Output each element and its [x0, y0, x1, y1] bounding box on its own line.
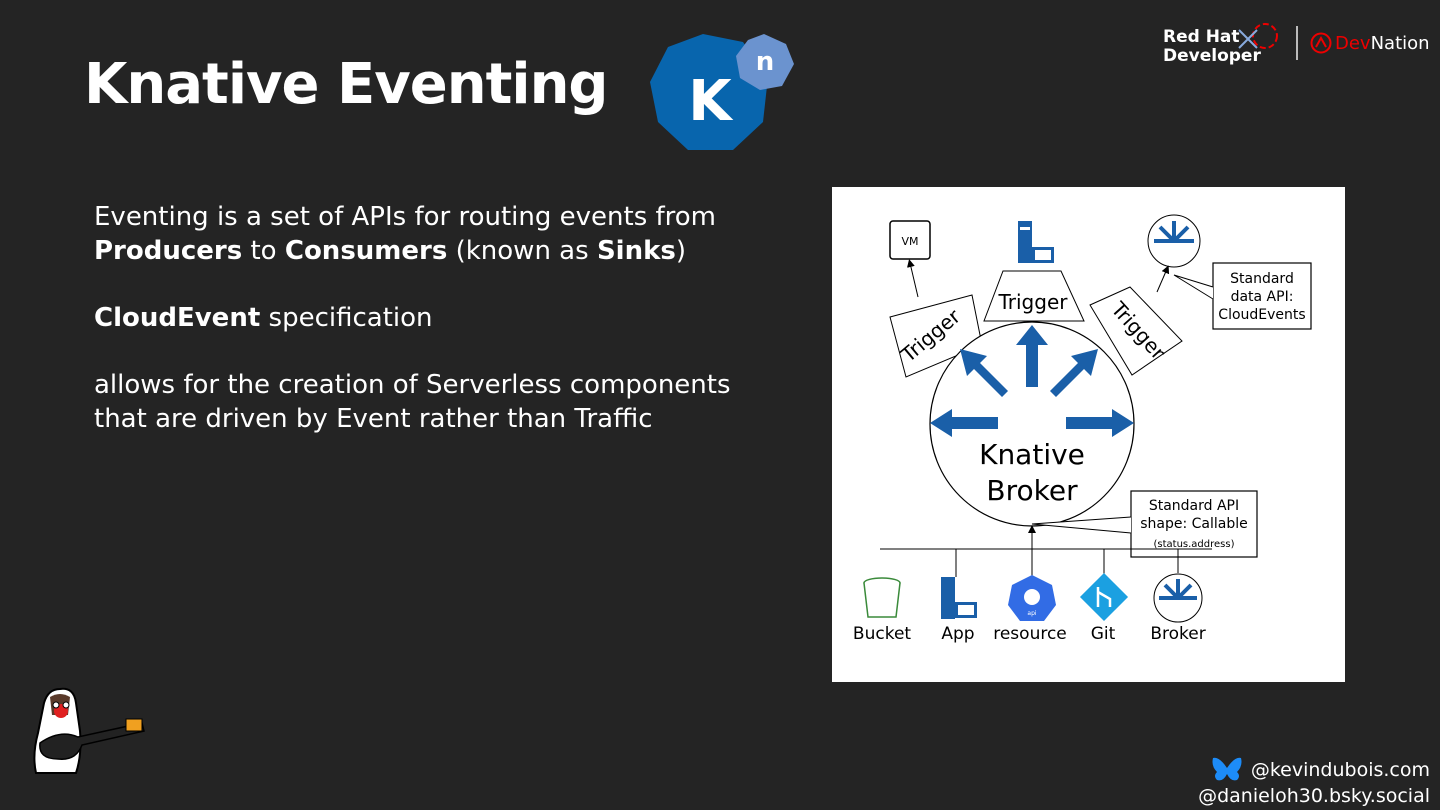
callout-top-line2: data API:: [1231, 289, 1294, 305]
callout-top-line1: Standard: [1230, 271, 1294, 287]
brand-separator: [1296, 26, 1298, 60]
page-title: Knative Eventing: [84, 52, 609, 117]
paragraph-eventing: Eventing is a set of APIs for routing ev…: [94, 200, 794, 268]
social-handle-kevin[interactable]: @kevindubois.com: [1250, 758, 1430, 781]
text-consumers: Consumers: [284, 236, 448, 266]
devnation-icon: [1310, 32, 1332, 54]
callout-bottom-line1: Standard API: [1149, 498, 1239, 514]
knative-broker-diagram: VM Standard data API: CloudEvents Trig: [832, 187, 1345, 682]
text-specification: specification: [260, 303, 433, 333]
slide-body: Eventing is a set of APIs for routing ev…: [94, 200, 794, 469]
app-icon: [941, 577, 977, 619]
developer-text: Developer: [1163, 46, 1261, 66]
text-producers: Producers: [94, 236, 243, 266]
source-label-broker: Broker: [1150, 624, 1205, 644]
trigger-center: Trigger: [983, 270, 1085, 322]
broker-arrows: [930, 325, 1134, 437]
git-icon: [1079, 572, 1129, 622]
broker-label-line2: Broker: [986, 474, 1078, 507]
red-hat-text: Red Hat: [1163, 27, 1240, 47]
text-sinks: Sinks: [596, 236, 676, 266]
text-known-as: (known as: [447, 236, 597, 266]
broker-sink-icon: [1147, 214, 1201, 268]
broker-label-line1: Knative: [979, 438, 1085, 471]
text-cloudevent: CloudEvent: [94, 303, 261, 333]
red-hat-developer-logo: Red Hat Developer: [1163, 28, 1261, 66]
devnation-dev-text: Dev: [1335, 32, 1371, 54]
text-eventing: Eventing is a set of APIs for routing ev…: [94, 202, 717, 232]
logo-letter-k: K: [688, 69, 734, 134]
logo-letter-n: n: [756, 47, 775, 77]
knative-logo: K n: [648, 32, 798, 158]
source-label-bucket: Bucket: [853, 624, 911, 644]
trigger-center-label: Trigger: [998, 290, 1069, 314]
guitar-mascot-image: [30, 685, 146, 781]
api-icon-text: api: [1027, 610, 1036, 617]
callout-callable: Standard API shape: Callable (status.add…: [1031, 490, 1258, 558]
red-hat-swirl-icon: [1238, 23, 1278, 49]
callout-bottom-line3: (status.address): [1154, 539, 1235, 550]
devnation-nation-text: Nation: [1370, 32, 1430, 54]
source-label-resource: resource: [993, 624, 1067, 644]
trigger-left: Trigger: [889, 294, 983, 378]
text-close-paren: ): [675, 236, 687, 266]
paragraph-cloudevent: CloudEvent specification: [94, 301, 794, 335]
callout-cloudevents: Standard data API: CloudEvents: [1173, 262, 1312, 330]
vm-icon: VM: [889, 220, 931, 260]
source-label-git: Git: [1091, 624, 1116, 644]
bucket-icon: [863, 577, 901, 618]
callout-top-line3: CloudEvents: [1218, 307, 1305, 323]
source-label-app: App: [941, 624, 974, 644]
social-handles: @kevindubois.com @danieloh30.bsky.social: [1198, 756, 1430, 809]
k8s-api-resource-icon: api: [1008, 575, 1056, 621]
text-to: to: [242, 236, 285, 266]
paragraph-serverless: allows for the creation of Serverless co…: [94, 370, 731, 434]
vm-label: VM: [901, 235, 918, 248]
broker-source-icon: [1153, 573, 1203, 623]
callout-bottom-line2: shape: Callable: [1140, 516, 1248, 532]
bluesky-butterfly-icon: [1212, 757, 1242, 781]
app-server-icon: [1018, 221, 1054, 263]
social-handle-daniel[interactable]: @danieloh30.bsky.social: [1198, 785, 1430, 807]
